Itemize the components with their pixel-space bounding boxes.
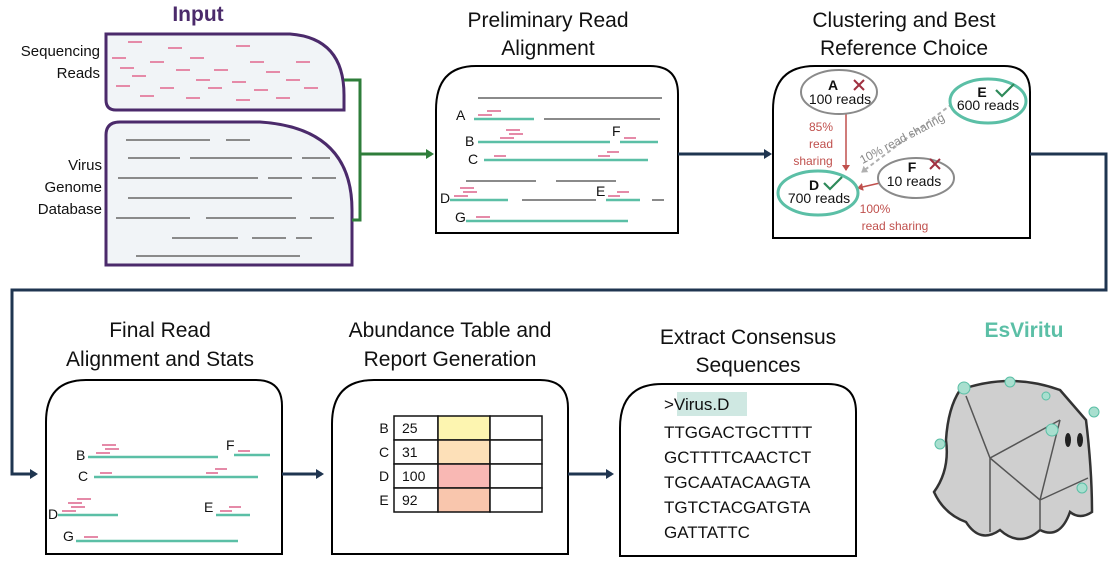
ref-label-d: D <box>440 190 450 206</box>
edge-ad-label-3: sharing <box>793 154 832 168</box>
row-label-c: C <box>379 444 389 460</box>
abundance-title-line2: Report Generation <box>364 348 537 371</box>
node-f <box>877 157 955 199</box>
table-cell <box>489 463 543 489</box>
ref-label-e: E <box>596 183 605 199</box>
ref-label-a: A <box>456 107 466 123</box>
table-cell <box>437 415 491 441</box>
node-a <box>800 69 878 115</box>
final-section: Final Read Alignment and Stats B F C D E G <box>45 319 283 555</box>
ref-label-f: F <box>612 123 621 139</box>
table-cell <box>489 439 543 465</box>
edge-fd-label-2: read sharing <box>862 219 929 233</box>
consensus-line-1: TTGGACTGCTTTT <box>664 423 812 442</box>
brand-name: EsViritu <box>985 319 1064 342</box>
virus-db-box <box>104 120 354 267</box>
consensus-line-4: TGTCTACGATGTA <box>664 498 811 517</box>
consensus-header: >Virus.D <box>664 395 729 414</box>
prelim-title-line2: Alignment <box>501 37 595 60</box>
node-a-id: A <box>828 77 838 93</box>
prelim-panel <box>435 65 679 234</box>
reads-dashes <box>112 41 318 101</box>
cluster-title-line1: Clustering and Best <box>812 9 995 32</box>
ref-label-d: D <box>48 506 58 522</box>
final-alignment: B F C D E G <box>48 437 270 544</box>
ref-label-g: G <box>63 528 74 544</box>
reads-label-line1: Sequencing <box>21 43 100 60</box>
cross-icon <box>929 158 941 170</box>
node-e-id: E <box>977 84 986 100</box>
final-panel <box>45 379 283 555</box>
final-title-line1: Final Read <box>109 319 211 342</box>
ref-label-b: B <box>465 133 474 149</box>
table-cell <box>489 487 543 513</box>
reads-label-line2: Reads <box>57 65 100 82</box>
edge-ad-label-2: read <box>809 137 833 151</box>
ref-label-g: G <box>455 209 466 225</box>
consensus-line-3: TGCAATACAAGTA <box>664 473 811 492</box>
check-icon <box>995 83 1015 98</box>
prelim-section: Preliminary Read Alignment AB F C D E G <box>435 9 679 234</box>
prelim-title-line1: Preliminary Read <box>467 9 628 32</box>
ref-label-c: C <box>78 468 88 484</box>
cluster-title-line2: Reference Choice <box>820 37 988 60</box>
table-cell <box>489 415 543 441</box>
input-title: Input <box>172 3 223 26</box>
cross-icon <box>853 79 865 91</box>
virus-ghost-icon <box>932 376 1100 541</box>
node-d-id: D <box>809 177 819 193</box>
consensus-title-line2: Sequences <box>695 354 800 377</box>
abundance-value: 92 <box>402 492 418 508</box>
consensus-panel <box>619 383 857 557</box>
db-label-line3: Database <box>38 201 102 218</box>
consensus-line-2: GCTTTTCAACTCT <box>664 448 811 467</box>
db-label-line2: Genome <box>44 179 102 196</box>
db-lines <box>116 139 336 257</box>
consensus-line-5: GATTATTC <box>664 523 750 542</box>
node-a-reads: 100 reads <box>809 91 871 107</box>
arrow-cluster-to-final <box>10 152 1108 479</box>
prelim-alignment: AB F C D E G <box>440 97 664 225</box>
input-merge-arrow <box>344 78 432 222</box>
node-e-reads: 600 reads <box>957 97 1019 113</box>
consensus-header-highlight <box>677 392 747 416</box>
ref-label-b: B <box>76 447 85 463</box>
edge-ad-label-1: 85% <box>809 120 833 134</box>
abundance-value: 100 <box>402 468 426 484</box>
ref-label-c: C <box>468 151 478 167</box>
table-cell <box>437 439 491 465</box>
brand-section: EsViritu <box>932 319 1100 541</box>
table-cell <box>437 487 491 513</box>
edge-f-to-d <box>857 182 881 191</box>
abundance-value: 31 <box>402 444 418 460</box>
cluster-section: Clustering and Best Reference Choice A 1… <box>772 9 1031 239</box>
row-label-b: B <box>379 420 388 436</box>
abundance-title-line1: Abundance Table and <box>349 319 552 342</box>
edge-e-to-d <box>861 103 953 173</box>
node-f-id: F <box>908 159 917 175</box>
abundance-value: 25 <box>402 420 418 436</box>
check-icon <box>823 176 843 191</box>
sequencing-reads-box <box>104 32 346 112</box>
consensus-title-line1: Extract Consensus <box>660 326 836 349</box>
edge-fd-label-1: 100% <box>860 202 891 216</box>
db-label-line1: Virus <box>68 157 102 174</box>
table-cell <box>393 463 439 489</box>
table-cell <box>393 415 439 441</box>
input-section: Input Sequencing Reads Virus Genome Data… <box>21 3 432 267</box>
consensus-section: Extract Consensus Sequences >Virus.D TTG… <box>619 326 857 557</box>
row-label-e: E <box>379 492 388 508</box>
node-f-reads: 10 reads <box>887 173 941 189</box>
node-d-reads: 700 reads <box>788 190 850 206</box>
table-cell <box>437 463 491 489</box>
final-title-line2: Alignment and Stats <box>66 348 254 371</box>
ref-label-f: F <box>226 437 235 453</box>
row-label-d: D <box>379 468 389 484</box>
ref-label-e: E <box>204 499 213 515</box>
